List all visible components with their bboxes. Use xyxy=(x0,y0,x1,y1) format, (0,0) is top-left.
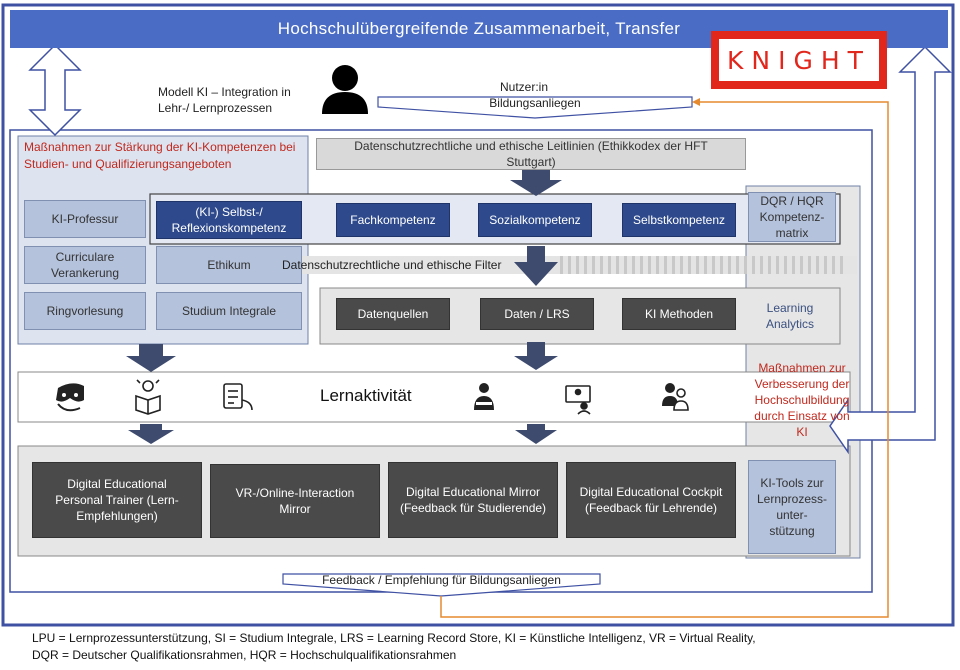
guidelines-box: Datenschutzrechtliche und ethische Leitl… xyxy=(316,138,746,170)
nutzer-label: Nutzer:in xyxy=(500,80,549,94)
knight-logo: KNIGHT xyxy=(711,31,887,89)
educational-cockpit-box: Digital Educational Cockpit (Feedback fü… xyxy=(566,462,736,538)
dqr-hqr-box: DQR / HQR Kompetenz-matrix xyxy=(748,192,836,242)
down-arrow-left-panel xyxy=(126,344,176,372)
ethikum-box: Ethikum xyxy=(156,246,302,284)
educational-mirror-box: Digital Educational Mirror (Feedback für… xyxy=(388,462,558,538)
modell-label: Modell KI – Integration in Lehr-/ Lernpr… xyxy=(158,85,291,116)
filter-label: Datenschutzrechtliche und ethische Filte… xyxy=(282,258,502,272)
bildungsanliegen-arrow xyxy=(377,96,693,119)
down-arrow-lern-right xyxy=(515,424,557,444)
down-arrow-analytics xyxy=(514,342,558,370)
knight-logo-text: KNIGHT xyxy=(719,39,879,81)
orange-arrow-head xyxy=(692,98,700,106)
bildungsanliegen-label: Bildungsanliegen xyxy=(489,96,581,110)
personal-trainer-box: Digital Educational Personal Trainer (Le… xyxy=(32,462,202,538)
down-arrow-filter xyxy=(514,246,558,286)
feedback-label: Feedback / Empfehlung für Bildungsanlieg… xyxy=(322,573,561,587)
curriculare-verankerung-box: Curriculare Verankerung xyxy=(24,246,146,284)
datenquellen-box: Datenquellen xyxy=(336,298,450,330)
transfer-double-arrow xyxy=(28,43,82,137)
outer-frame xyxy=(1,3,955,627)
down-arrow-lern-left xyxy=(128,424,174,444)
online-meeting-icon xyxy=(565,385,591,415)
vr-headset-icon xyxy=(56,383,84,412)
feedback-arrow xyxy=(282,573,601,597)
footnote-line-1: LPU = Lernprozessunterstützung, SI = Stu… xyxy=(32,631,756,645)
tablet-checklist-icon xyxy=(223,383,253,411)
user-icon xyxy=(322,65,368,114)
ki-methoden-box: KI Methoden xyxy=(622,298,736,330)
ki-tools-label-box: KI-Tools zur Lernprozess-unter-stützung xyxy=(748,460,836,554)
book-idea-icon xyxy=(135,379,161,415)
ki-professur-box: KI-Professur xyxy=(24,200,146,238)
filter-band xyxy=(272,256,857,274)
studium-integrale-box: Studium Integrale xyxy=(156,292,302,330)
reflexionskompetenz-box: (KI-) Selbst-/ Reflexionskompetenz xyxy=(156,201,302,239)
ringvorlesung-box: Ringvorlesung xyxy=(24,292,146,330)
interaction-mirror-box: VR-/Online-Interaction Mirror xyxy=(210,464,380,538)
selbstkompetenz-box: Selbstkompetenz xyxy=(622,203,736,237)
users-support-icon xyxy=(662,383,689,411)
improvement-return-arrow xyxy=(829,45,952,455)
filter-stripes xyxy=(560,256,843,274)
header-title: Hochschulübergreifende Zusammenarbeit, T… xyxy=(10,10,948,48)
fachkompetenz-box: Fachkompetenz xyxy=(336,203,450,237)
reading-person-icon xyxy=(474,383,494,410)
down-arrow-guidelines xyxy=(510,168,562,196)
sozialkompetenz-box: Sozialkompetenz xyxy=(478,203,592,237)
daten-lrs-box: Daten / LRS xyxy=(480,298,594,330)
lernaktivitaet-label: Lernaktivität xyxy=(320,386,412,405)
orange-feedback-line xyxy=(440,101,889,618)
left-panel-title: Maßnahmen zur Stärkung der KI-Kompetenze… xyxy=(24,140,296,171)
learning-analytics-label: Learning Analytics xyxy=(765,300,815,331)
footnote: LPU = Lernprozessunterstützung, SI = Stu… xyxy=(32,630,932,665)
improvement-label: Maßnahmen zur Verbesserung der Hochschul… xyxy=(754,360,850,440)
footnote-line-2: DQR = Deutscher Qualifikationsrahmen, HQ… xyxy=(32,648,457,663)
